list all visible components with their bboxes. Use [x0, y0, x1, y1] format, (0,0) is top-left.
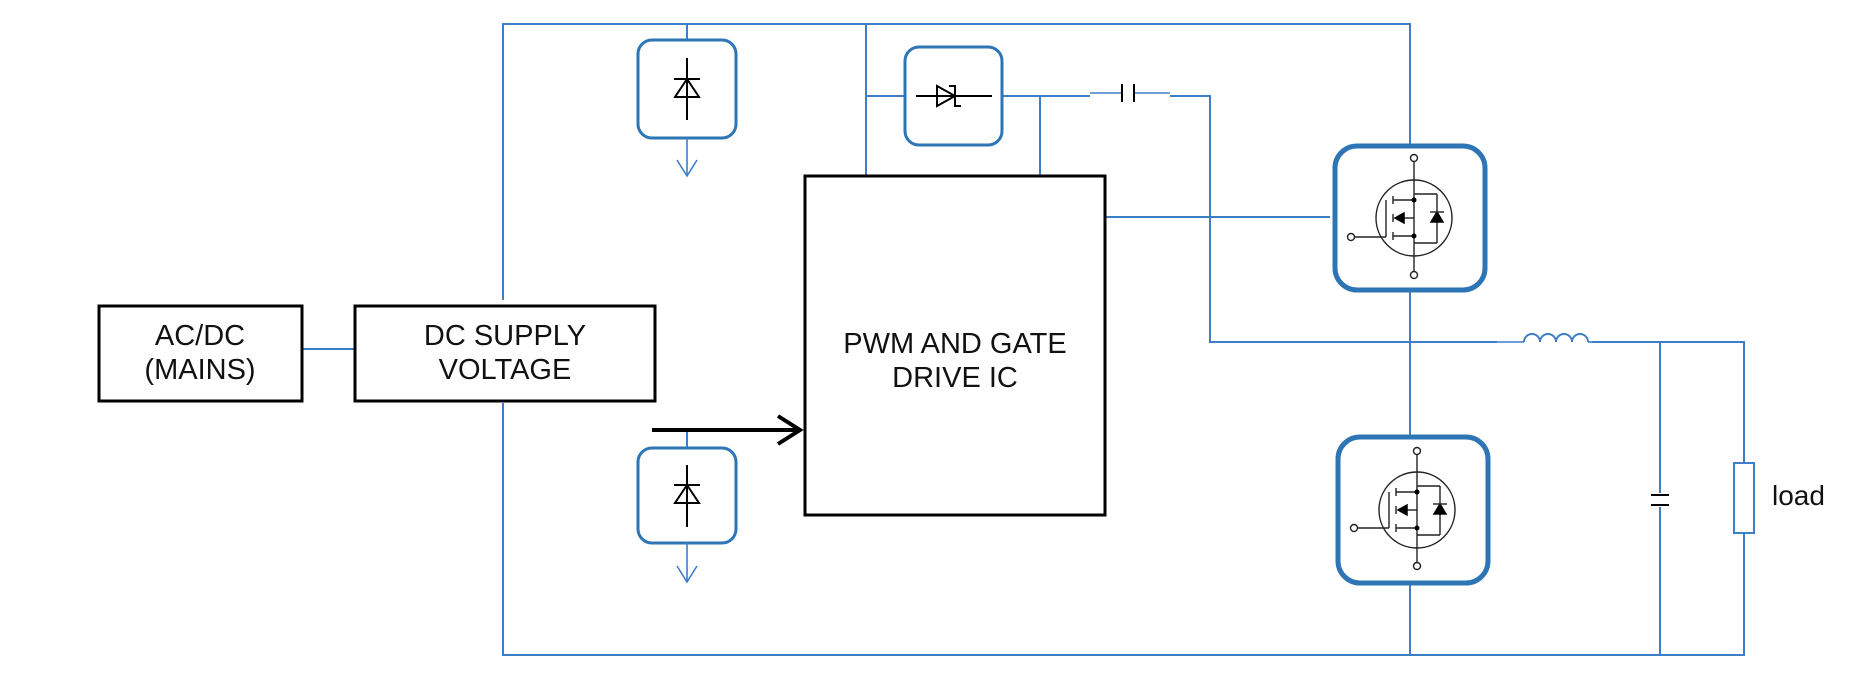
- high-side-mosfet: [1332, 143, 1488, 293]
- bootstrap-diode: [903, 45, 1004, 147]
- schottky-diode-icon: [916, 84, 992, 108]
- low-side-mosfet: [1335, 434, 1491, 586]
- zener-diode-icon: [673, 465, 701, 527]
- load-resistor: load: [1733, 462, 1825, 534]
- ground-arrow-icon: [676, 543, 698, 584]
- load-return: [1410, 533, 1745, 656]
- feedback-arrow: [652, 414, 804, 446]
- wiring: [302, 23, 1745, 656]
- dc-supply-label-line1: DC SUPPLY: [424, 320, 586, 352]
- dc-supply-block: DC SUPPLY VOLTAGE: [353, 304, 657, 403]
- capacitor-icon: [1090, 84, 1170, 102]
- acdc-label-line1: AC/DC: [155, 320, 245, 352]
- resistor-icon: [1733, 462, 1755, 534]
- pwm-gate-drive-ic: PWM AND GATE DRIVE IC: [803, 174, 1107, 517]
- bootstrap-cap-to-node: [1170, 95, 1497, 343]
- top-diode: [636, 38, 738, 140]
- zener-diode-icon: [673, 58, 701, 120]
- n-channel-mosfet-icon: [1346, 153, 1453, 280]
- inductor-icon: [1497, 333, 1592, 343]
- acdc-label-line2: (MAINS): [144, 354, 255, 386]
- pwm-ic-label-line2: DRIVE IC: [892, 362, 1018, 394]
- supply-rail: [502, 23, 1411, 656]
- capacitor-icon: [1651, 494, 1669, 506]
- load-label: load: [1772, 480, 1825, 511]
- n-channel-mosfet-icon: [1349, 446, 1456, 571]
- pwm-ic-label-line1: PWM AND GATE: [843, 328, 1066, 360]
- output-rail: [1592, 341, 1745, 463]
- lower-diode: [636, 446, 738, 545]
- acdc-block: AC/DC (MAINS): [97, 304, 304, 403]
- ground-arrow-icon: [676, 138, 698, 178]
- dc-supply-label-line2: VOLTAGE: [439, 354, 572, 386]
